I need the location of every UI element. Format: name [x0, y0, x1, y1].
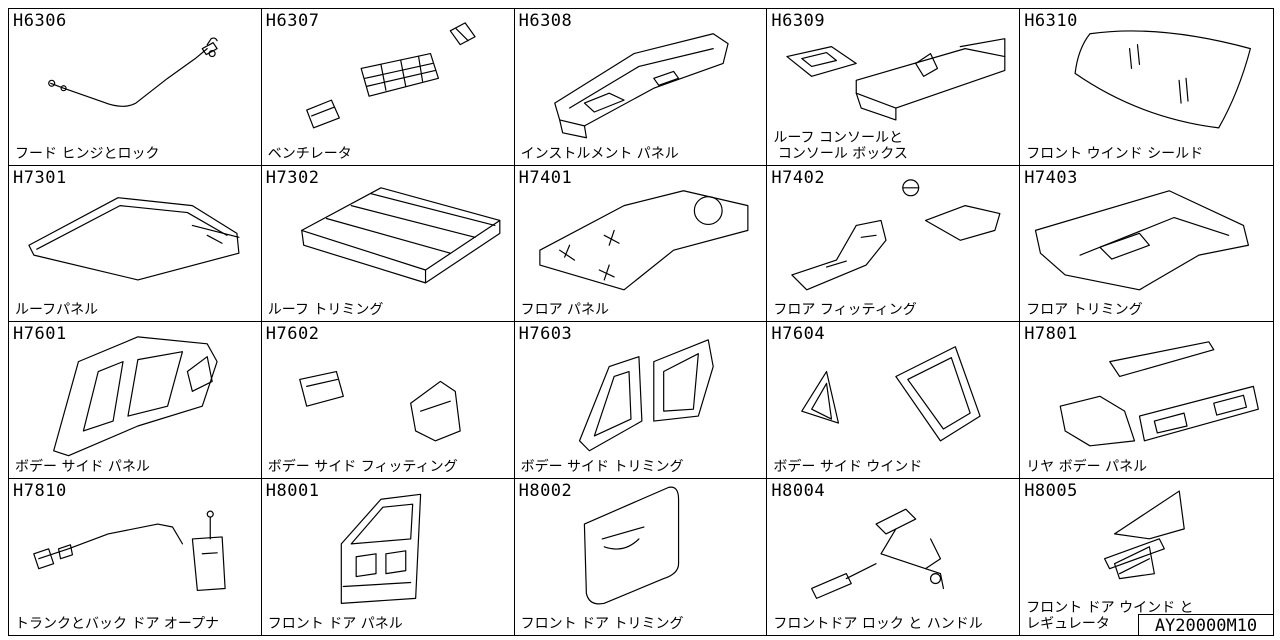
door-lock-handle-icon [811, 508, 945, 599]
windshield-icon [1074, 30, 1252, 129]
hood-cable-icon [48, 37, 218, 107]
catalog-cell-h6310[interactable]: H6310 フロント ウインド シールド [1020, 9, 1273, 166]
part-label: ベンチレータ [267, 145, 352, 162]
part-code: H7801 [1024, 324, 1078, 344]
part-code: H8002 [518, 480, 573, 501]
part-code: H6307 [265, 11, 320, 31]
catalog-cell-h7603[interactable]: H7603 ボデー サイド トリミング [514, 322, 768, 479]
part-code: H6306 [13, 11, 67, 31]
part-code: H7602 [265, 324, 320, 344]
part-label: フロント ドア ウインド と レギュレータ [1026, 600, 1194, 632]
catalog-cell-h7810[interactable]: H7810 トランクとバック ドア オープナ [9, 478, 262, 635]
ventilator-icon [305, 22, 476, 129]
catalog-cell-h8005[interactable]: H8005 フロント ドア ウインド と レギュレータ [1020, 479, 1273, 636]
part-label: ルーフ コンソールと コンソール ボックス [773, 129, 908, 162]
catalog-cell-h8004[interactable]: H8004 フロントドア ロック と ハンドル [767, 478, 1021, 635]
floor-fitting-icon [791, 178, 1001, 290]
catalog-cell-h7402[interactable]: H7402 フロア フィッティング [767, 165, 1021, 322]
trunk-opener-icon [33, 510, 226, 591]
part-label: ボデー サイド パネル [15, 458, 150, 475]
catalog-cell-h7302[interactable]: H7302 ルーフ トリミング [261, 165, 515, 322]
part-label: フロア トリミング [1026, 302, 1143, 318]
part-code: H7402 [771, 167, 826, 188]
part-label: インストルメント パネル [520, 145, 679, 162]
part-code: H8001 [265, 480, 320, 501]
part-code: H7401 [518, 167, 573, 188]
front-door-trim-icon [583, 486, 679, 604]
part-label: フロント ウインド シールド [1026, 145, 1204, 162]
instrument-panel-icon [553, 33, 729, 139]
console-box-icon [786, 38, 1006, 121]
floor-panel-icon [538, 189, 749, 290]
part-code: H8005 [1024, 480, 1078, 501]
catalog-cell-h8002[interactable]: H8002 フロント ドア トリミング [515, 478, 768, 635]
floor-trim-icon [1035, 189, 1250, 290]
body-side-window-icon [801, 346, 982, 442]
catalog-cell-h7601[interactable]: H7601 ボデー サイド パネル [9, 322, 262, 479]
part-label: ボデー サイド ウインド [773, 458, 923, 475]
catalog-cell-h6308[interactable]: H6308 インストルメント パネル [514, 9, 768, 166]
roof-panel-icon [28, 196, 240, 280]
part-label: ルーフパネル [15, 302, 99, 318]
part-label: トランクとバック ドア オープナ [15, 616, 220, 632]
part-label: フロア フィッティング [773, 302, 917, 318]
part-label: リヤ ボデー パネル [1026, 458, 1148, 475]
rear-body-panel-icon [1059, 341, 1260, 447]
part-label: フロア パネル [520, 302, 610, 318]
part-label: ルーフ トリミング [267, 302, 384, 318]
body-side-panel-icon [53, 336, 218, 457]
part-code: H7301 [13, 167, 67, 188]
parts-catalog-grid: H6306 フード ヒンジとロック H6307 ベンチレータ H6308 インス… [8, 8, 1274, 636]
part-label: ボデー サイド フィッティング [267, 458, 458, 475]
part-code: H7601 [13, 324, 67, 344]
catalog-cell-h6309[interactable]: H6309 ルーフ コンソールと コンソール ボックス [767, 9, 1021, 166]
body-side-trim-icon [578, 339, 714, 452]
part-label: フロント ドア トリミング [520, 616, 684, 632]
catalog-cell-h6307[interactable]: H6307 ベンチレータ [261, 9, 515, 166]
catalog-cell-h7301[interactable]: H7301 ルーフパネル [9, 165, 262, 322]
catalog-cell-h7403[interactable]: H7403 フロア トリミング [1020, 166, 1273, 322]
part-code: H7810 [13, 480, 67, 501]
part-code: H8004 [771, 480, 826, 501]
part-code: H7604 [771, 324, 826, 344]
window-regulator-icon [1104, 489, 1186, 579]
part-label: フード ヒンジとロック [15, 145, 160, 162]
part-code: H6309 [771, 11, 826, 31]
catalog-cell-h7401[interactable]: H7401 フロア パネル [514, 165, 768, 322]
part-label: フロント ドア パネル [267, 616, 403, 632]
catalog-cell-h8001[interactable]: H8001 フロント ドア パネル [262, 478, 515, 635]
part-code: H7403 [1024, 167, 1078, 188]
catalog-cell-h6306[interactable]: H6306 フード ヒンジとロック [9, 9, 262, 166]
catalog-cell-h7602[interactable]: H7602 ボデー サイド フィッティング [261, 322, 515, 479]
part-label: ボデー サイド トリミング [520, 458, 684, 475]
part-code: H6310 [1024, 11, 1078, 31]
catalog-cell-h7801[interactable]: H7801 リヤ ボデー パネル [1020, 322, 1273, 479]
catalog-cell-h7604[interactable]: H7604 ボデー サイド ウインド [767, 322, 1021, 479]
part-code: H6308 [518, 11, 573, 31]
document-id-box: AY20000M10 [1138, 614, 1274, 636]
part-label: フロントドア ロック と ハンドル [773, 616, 983, 632]
part-code: H7302 [265, 167, 320, 188]
front-door-panel-icon [340, 493, 422, 604]
body-side-fitting-icon [298, 370, 461, 442]
roof-trim-icon [300, 186, 501, 283]
part-code: H7603 [518, 324, 573, 344]
